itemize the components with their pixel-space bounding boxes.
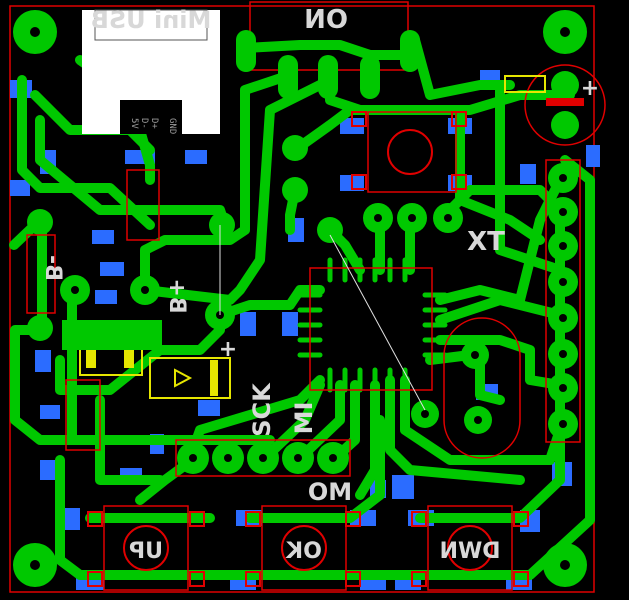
usb-pin-5v: 5V [129, 118, 139, 129]
microcontroller [219, 225, 433, 411]
reset-button-part [351, 111, 467, 193]
usb-pin-dplus: D+ [149, 118, 159, 129]
usb-pin-gnd: GND [167, 118, 177, 134]
up-label: UP [129, 539, 163, 564]
usb-connector [82, 9, 220, 134]
plus-mid-label: + [219, 337, 237, 362]
capacitor-top-right [504, 64, 606, 146]
bottom-buttons [87, 505, 529, 591]
bplus-label: B+ [164, 278, 189, 313]
on-switch-pads [236, 30, 420, 99]
tx-label: TX [467, 227, 505, 257]
usb-label: Mini USB [91, 6, 212, 34]
ok-label: OK [285, 539, 322, 564]
plus-top-label: + [581, 76, 599, 101]
ic-traces [297, 257, 448, 393]
vias [27, 135, 492, 434]
on-label: ON [304, 5, 348, 35]
crystal-outline [443, 317, 521, 459]
dwn-label: DWN [440, 539, 501, 564]
usb-pin-dminus: D- [139, 118, 149, 129]
sck-label: SCK [248, 382, 276, 437]
bminus-label: B- [40, 255, 65, 281]
mo-label: MO [308, 478, 352, 506]
header-outline [545, 159, 581, 443]
charger-part [62, 320, 231, 451]
mi-label: MI [290, 402, 318, 435]
battery-connector-outline [26, 234, 56, 314]
